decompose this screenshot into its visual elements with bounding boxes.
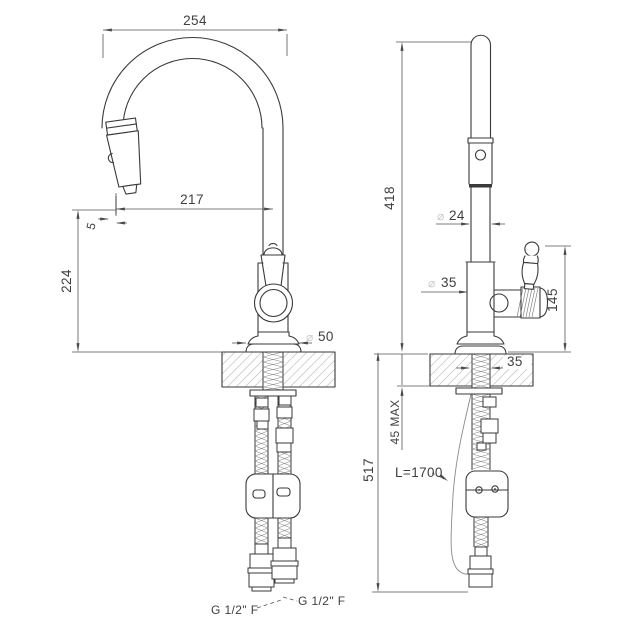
hose-fittings-front: [247, 395, 299, 592]
spray-head: [105, 117, 142, 195]
under-counter-side: [455, 387, 509, 588]
hose-length-label: L=1700: [395, 465, 443, 480]
mounting-plate-front: [249, 389, 297, 397]
dim-max-counter-thickness: 45 MAX: [388, 399, 402, 444]
dim-total-height: 418: [382, 186, 397, 210]
dim-base-diameter: 50: [318, 329, 334, 344]
hose-fittings-side: [467, 396, 499, 588]
dim-handle-height: 145: [545, 288, 560, 312]
hose-weight-side: [465, 470, 509, 518]
body-side: [454, 241, 549, 355]
side-view: [429, 34, 549, 588]
dimension-lines: [72, 28, 571, 609]
body-front: [245, 262, 302, 353]
coupling-knurl: [516, 287, 539, 318]
connection-label-right: G 1/2" F: [298, 594, 345, 608]
spray-button: [107, 153, 114, 164]
dim-spout-reach: 217: [180, 192, 204, 207]
under-counter-front: [245, 389, 301, 592]
connection-label-left: G 1/2" F: [211, 603, 258, 617]
outlet-joint: [489, 293, 509, 313]
dimension-labels: 254 217 5 224 ⌀ 50 G 1/2" F G 1/2" F 418…: [59, 13, 560, 617]
body-ring-inner: [259, 288, 288, 318]
base-flange-side: [454, 345, 507, 355]
diameter-symbol: ⌀: [306, 330, 313, 344]
countertop-hatch-front: [221, 351, 336, 388]
dim-spout-diameter: 24: [449, 208, 465, 223]
spout-side: [467, 34, 494, 263]
spray-button-side: [474, 149, 487, 161]
dim-spout-height: 224: [59, 269, 74, 293]
diameter-symbol: ⌀: [428, 276, 435, 290]
dim-hole-diameter: 35: [507, 354, 523, 369]
dim-below-counter: 517: [361, 458, 376, 482]
lever-handle: [521, 241, 540, 290]
dim-tip-offset: 5: [83, 221, 98, 231]
mounting-plate-side: [455, 387, 503, 395]
base-flange-front: [245, 343, 302, 353]
label-backing: [503, 356, 531, 369]
spout-arch: [101, 36, 284, 256]
diameter-symbol: ⌀: [437, 209, 444, 223]
dim-body-diameter: 35: [441, 275, 457, 290]
dim-arch-width: 254: [183, 13, 207, 28]
front-view: [101, 36, 336, 592]
